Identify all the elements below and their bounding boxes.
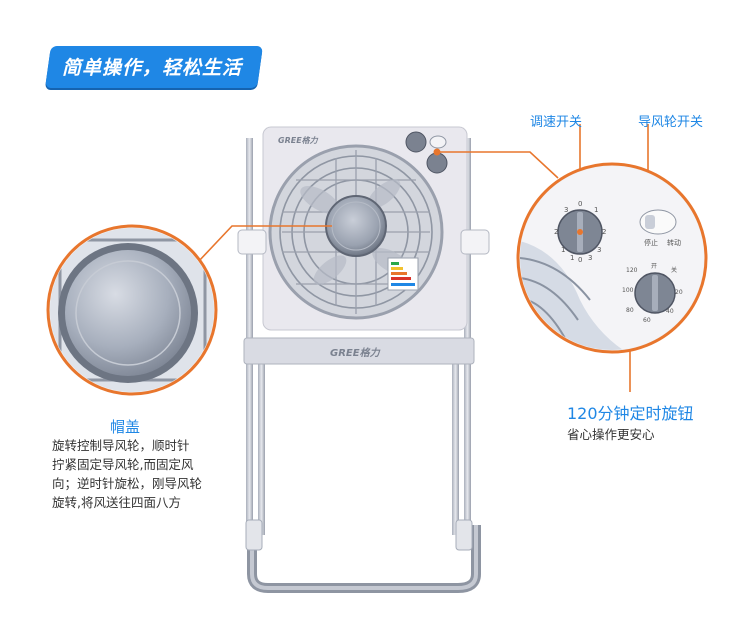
cap-description: 旋转控制导风轮，顺时针 拧紧固定导风轮,而固定风 向；逆时针旋松，刚导风轮 旋转… <box>52 436 242 512</box>
fan-stand <box>243 138 481 593</box>
guide-switch-label: 导风轮开关 <box>638 115 704 130</box>
svg-text:0: 0 <box>578 200 582 208</box>
svg-text:40: 40 <box>666 308 674 315</box>
svg-text:3: 3 <box>597 246 601 254</box>
svg-text:0: 0 <box>578 256 582 264</box>
svg-text:1: 1 <box>570 254 574 262</box>
svg-text:100: 100 <box>622 287 634 294</box>
cap-desc-line: 向；逆时针旋松，刚导风轮 <box>52 476 203 491</box>
svg-text:关: 关 <box>671 266 677 274</box>
cap-zoom <box>46 224 218 396</box>
timer-title: 120分钟定时旋钮 <box>567 404 694 423</box>
cap-title: 帽盖 <box>110 418 141 436</box>
timer-subtitle: 省心操作更安心 <box>567 427 655 442</box>
brand-bar: GREE格力 <box>330 347 381 359</box>
svg-text:60: 60 <box>643 317 651 324</box>
svg-text:1: 1 <box>561 246 565 254</box>
svg-text:2: 2 <box>554 228 558 236</box>
fan-body <box>237 126 490 331</box>
switch-stop-label: 停止 <box>644 238 658 247</box>
svg-text:80: 80 <box>626 307 634 314</box>
speed-ticks: 3 2 1 0 1 2 3 1 0 3 <box>554 200 606 264</box>
control-zoom <box>516 162 708 354</box>
svg-text:3: 3 <box>564 206 568 214</box>
timer-ticks: 开 关 120 100 80 60 40 20 <box>622 263 683 324</box>
banner-title: 简单操作，轻松生活 <box>62 57 243 79</box>
switch-run-label: 转动 <box>667 238 681 247</box>
cap-desc-line: 旋转,将风送往四面八方 <box>52 495 181 510</box>
brand-top: GREE格力 <box>278 136 319 145</box>
speed-switch-label: 调速开关 <box>530 115 583 130</box>
svg-text:2: 2 <box>602 228 606 236</box>
svg-text:开: 开 <box>651 263 657 270</box>
svg-text:3: 3 <box>588 254 592 262</box>
cap-desc-line: 旋转控制导风轮，顺时针 <box>52 438 190 453</box>
svg-text:20: 20 <box>675 289 683 296</box>
svg-text:1: 1 <box>594 206 598 214</box>
cap-desc-line: 拧紧固定导风轮,而固定风 <box>52 457 194 472</box>
svg-text:120: 120 <box>626 267 638 274</box>
